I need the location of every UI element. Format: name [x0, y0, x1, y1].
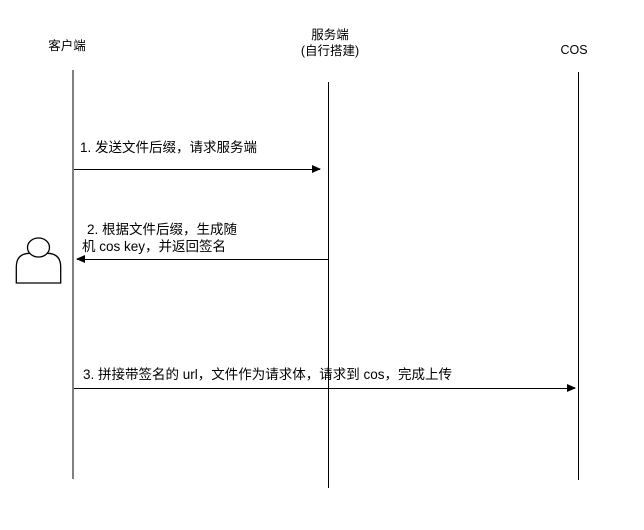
message-3-label: 3. 拼接带签名的 url，文件作为请求体，请求到 cos，完成上传 — [83, 367, 453, 382]
participant-server: 服务端 (自行搭建) — [270, 27, 390, 59]
lifeline-cos — [578, 72, 579, 480]
arrowhead-right-icon — [567, 384, 576, 392]
person-actor-icon — [15, 237, 62, 284]
message-2-label-line2: 机 cos key，并返回签名 — [82, 239, 227, 254]
participant-server-sublabel: (自行搭建) — [300, 44, 360, 58]
participant-client: 客户端 — [27, 38, 107, 54]
lifeline-client — [72, 70, 74, 479]
lifeline-server — [328, 82, 329, 488]
arrowhead-left-icon — [76, 255, 85, 263]
participant-cos: COS — [534, 42, 614, 58]
participant-server-label: 服务端 — [311, 28, 349, 42]
participant-cos-label: COS — [560, 43, 588, 57]
message-1-label: 1. 发送文件后缀，请求服务端 — [80, 140, 258, 155]
message-2-arrow — [76, 255, 328, 263]
message-2-label-line1: 2. 根据文件后缀，生成随 — [87, 222, 238, 237]
message-2-label: 2. 根据文件后缀，生成随 机 cos key，并返回签名 — [82, 221, 237, 255]
arrowhead-right-icon — [312, 165, 321, 173]
message-3-arrow — [74, 384, 576, 392]
participant-client-label: 客户端 — [48, 39, 86, 53]
message-1-arrow — [74, 165, 321, 173]
